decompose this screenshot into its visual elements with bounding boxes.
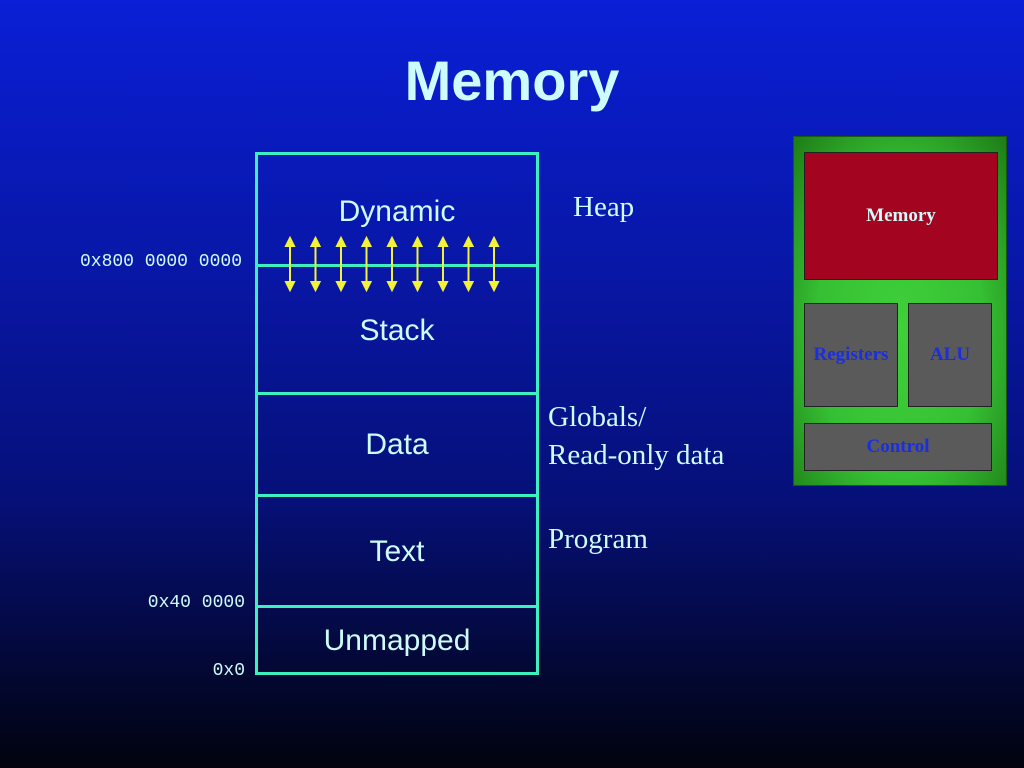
growth-arrow-head-up xyxy=(386,236,398,247)
address-stack-top: 0x800 0000 0000 xyxy=(79,252,242,272)
heap-stack-growth-arrows xyxy=(284,236,500,292)
growth-arrow-head-up xyxy=(462,236,475,247)
growth-arrow-head-up xyxy=(437,236,449,247)
address-zero: 0x0 xyxy=(212,661,245,681)
annotation-globals: Globals/ Read-only data xyxy=(548,398,724,474)
segment-data: Data xyxy=(365,428,429,461)
growth-arrow-head-up xyxy=(284,236,296,247)
growth-arrow-head-down xyxy=(360,281,373,292)
segment-stack: Stack xyxy=(359,314,435,347)
segment-text: Text xyxy=(369,535,425,568)
address-text-base: 0x40 0000 xyxy=(147,593,245,613)
segment-unmapped: Unmapped xyxy=(323,624,471,657)
divider-stack-data xyxy=(258,392,536,395)
growth-arrow-head-down xyxy=(488,281,500,292)
growth-arrow-head-down xyxy=(284,281,296,292)
memory-layout-box: Dynamic Stack Data Text Unmapped xyxy=(255,152,539,675)
growth-arrow-head-down xyxy=(462,281,475,292)
growth-arrow-head-up xyxy=(309,236,322,247)
growth-arrow-head-down xyxy=(335,281,347,292)
growth-arrow-head-down xyxy=(437,281,449,292)
annotation-globals-line1: Globals/ xyxy=(548,401,647,433)
annotation-program: Program xyxy=(548,523,648,555)
growth-arrow-head-up xyxy=(411,236,424,247)
divider-text-unmapped xyxy=(258,605,536,608)
growth-arrow-head-up xyxy=(488,236,500,247)
cpu-memory-block: Memory xyxy=(804,152,998,280)
cpu-control-block: Control xyxy=(804,423,992,471)
growth-arrow-head-up xyxy=(360,236,373,247)
divider-data-text xyxy=(258,494,536,497)
cpu-registers-block: Registers xyxy=(804,303,898,407)
annotation-heap: Heap xyxy=(573,191,635,223)
segment-dynamic: Dynamic xyxy=(338,195,456,228)
growth-arrow-head-down xyxy=(386,281,398,292)
divider-dynamic-stack xyxy=(258,264,536,267)
cpu-diagram: Memory Registers ALU Control xyxy=(793,136,1007,486)
growth-arrow-head-down xyxy=(309,281,322,292)
growth-arrow-head-down xyxy=(411,281,424,292)
annotation-globals-line2: Read-only data xyxy=(548,439,725,471)
growth-arrow-head-up xyxy=(335,236,347,247)
cpu-alu-block: ALU xyxy=(908,303,992,407)
slide-title: Memory xyxy=(404,49,620,112)
